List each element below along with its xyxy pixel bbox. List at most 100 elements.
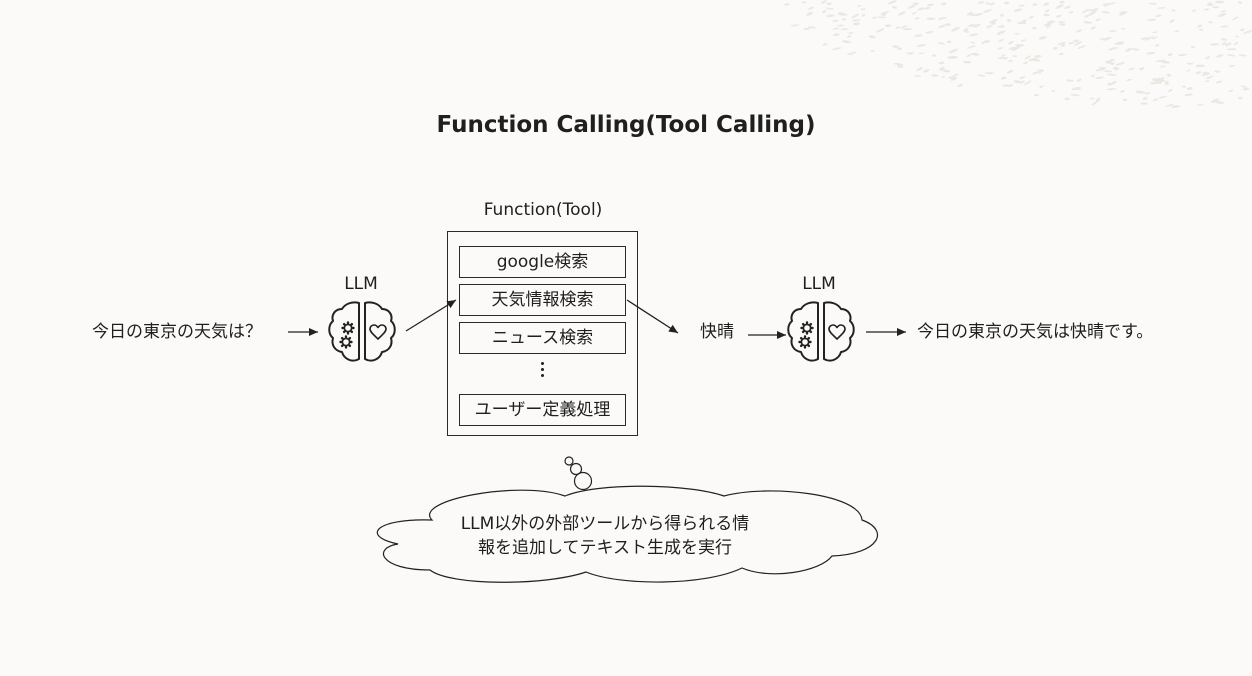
texture-mark [832, 47, 842, 51]
texture-mark [806, 11, 813, 16]
texture-mark [1047, 20, 1056, 24]
texture-mark [784, 3, 790, 6]
texture-mark [1139, 67, 1145, 71]
texture-mark [1015, 44, 1024, 47]
texture-mark [906, 52, 913, 55]
brain-gear-heart-icon [328, 301, 396, 362]
texture-mark [999, 24, 1004, 28]
texture-mark [1178, 53, 1187, 57]
texture-mark [1229, 64, 1235, 68]
texture-mark [997, 47, 1004, 50]
texture-mark [1004, 1, 1010, 5]
texture-mark [1126, 79, 1132, 81]
texture-mark [1234, 35, 1240, 38]
texture-mark [1116, 41, 1125, 44]
texture-mark [1205, 75, 1214, 80]
texture-mark [1144, 92, 1151, 95]
tool-result: 快晴 [700, 322, 734, 342]
texture-mark [1098, 66, 1107, 70]
texture-mark [842, 17, 847, 21]
texture-mark [1006, 19, 1012, 22]
texture-mark [1059, 23, 1066, 26]
texture-mark [841, 40, 852, 44]
texture-mark [1149, 82, 1159, 85]
thought-bubble-large [573, 471, 593, 491]
texture-mark [970, 41, 976, 44]
texture-mark [1034, 55, 1042, 58]
texture-mark [977, 74, 986, 77]
texture-mark [833, 33, 840, 36]
texture-mark [1064, 97, 1070, 101]
texture-mark [1095, 68, 1105, 72]
texture-mark [982, 9, 992, 13]
texture-mark [860, 8, 866, 11]
texture-mark [1219, 25, 1229, 28]
texture-mark [1168, 89, 1173, 92]
texture-mark [820, 0, 827, 4]
texture-mark [1068, 41, 1074, 45]
texture-mark [1201, 72, 1211, 77]
texture-mark [1169, 19, 1175, 23]
texture-mark [1073, 39, 1080, 43]
texture-mark [891, 6, 898, 9]
texture-mark [1186, 69, 1191, 72]
texture-mark [1199, 28, 1204, 31]
texture-mark [1094, 76, 1105, 80]
texture-mark [880, 13, 887, 16]
texture-mark [1237, 96, 1243, 100]
texture-mark [1171, 105, 1181, 108]
thought-bubble-medium [569, 462, 583, 476]
texture-mark [1061, 43, 1066, 47]
texture-mark [1204, 8, 1210, 11]
texture-mark [846, 35, 852, 38]
texture-mark [925, 31, 934, 34]
texture-mark [924, 6, 930, 10]
decorative-texture [784, 0, 1252, 108]
texture-mark [996, 30, 1006, 36]
texture-mark [1006, 84, 1014, 87]
texture-mark [1032, 3, 1038, 6]
texture-mark [1120, 27, 1126, 30]
texture-mark [1238, 54, 1248, 57]
texture-mark [1157, 7, 1166, 9]
texture-mark [897, 47, 903, 50]
texture-mark [1158, 96, 1167, 99]
texture-mark [1089, 97, 1095, 100]
texture-mark [1107, 73, 1117, 76]
texture-mark [1008, 59, 1013, 62]
texture-mark [900, 25, 909, 29]
texture-mark [1207, 21, 1214, 24]
texture-mark [931, 54, 937, 57]
texture-mark [1039, 85, 1044, 89]
texture-mark [1114, 67, 1120, 71]
llm-label-first: LLM [344, 274, 378, 294]
texture-mark [1007, 41, 1014, 45]
texture-mark [1243, 30, 1252, 34]
texture-mark [1112, 66, 1118, 70]
texture-mark [825, 7, 835, 10]
texture-mark [803, 27, 811, 31]
texture-mark [1216, 54, 1224, 58]
texture-mark [951, 27, 961, 32]
texture-mark [999, 14, 1004, 17]
brain-gear-heart-icon [787, 301, 855, 362]
texture-mark [1184, 93, 1193, 96]
texture-mark [1103, 70, 1113, 73]
texture-mark [1107, 82, 1113, 86]
thought-cloud [376, 485, 879, 583]
texture-mark [1217, 13, 1227, 17]
texture-mark [938, 17, 944, 21]
texture-mark [1068, 11, 1074, 14]
texture-mark [1186, 87, 1194, 90]
texture-mark [931, 74, 939, 77]
function-news-search: ニュース検索 [459, 322, 626, 354]
texture-mark [1059, 0, 1065, 4]
texture-mark [857, 5, 862, 7]
texture-mark [848, 32, 854, 34]
texture-mark [1101, 11, 1110, 14]
texture-mark [822, 43, 828, 46]
texture-mark [851, 19, 862, 22]
texture-mark [1057, 41, 1066, 46]
texture-mark [967, 45, 976, 49]
function-weather-search: 天気情報検索 [459, 284, 626, 316]
